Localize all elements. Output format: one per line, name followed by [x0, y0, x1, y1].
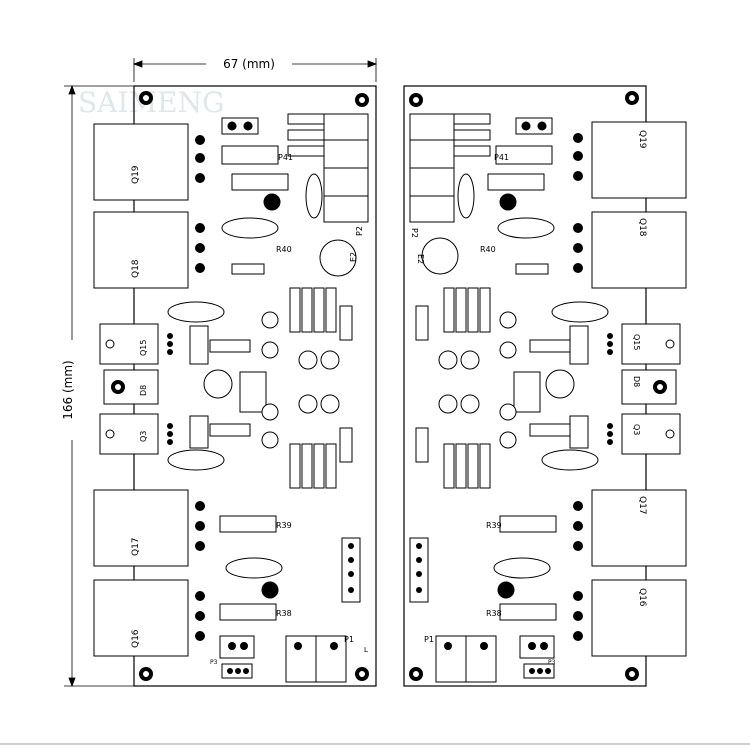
label-e2: E2 [416, 254, 425, 264]
height-label: 166 (mm) [61, 360, 75, 419]
label-q19: Q19 [637, 130, 647, 149]
transistor-q17: Q17 [573, 489, 687, 567]
pad-dots [416, 543, 551, 674]
label-q15: Q15 [632, 334, 641, 350]
label-r39: R39 [276, 521, 292, 530]
label-q16: Q16 [131, 629, 141, 648]
label-r40: R40 [480, 245, 496, 254]
pad-dots [227, 543, 354, 674]
label-l: L [364, 646, 368, 654]
label-r39: R39 [486, 521, 502, 530]
label-e2: E2 [349, 252, 358, 262]
to220-q3: Q3 [99, 413, 173, 455]
label-p41: P41 [278, 153, 293, 162]
label-q17: Q17 [637, 496, 647, 515]
label-p3: P3 [548, 659, 556, 666]
label-q16: Q16 [637, 588, 647, 607]
transistor-q19: Q19 [93, 123, 205, 201]
to220-q3: Q3 [607, 413, 681, 455]
width-label: 67 (mm) [223, 57, 275, 71]
to220-d8: D8 [621, 369, 677, 405]
label-d8: D8 [632, 376, 641, 387]
label-q18: Q18 [637, 218, 647, 237]
transistor-q16: Q16 [573, 579, 687, 657]
label-p3: P3 [210, 659, 218, 666]
label-p2: P2 [410, 228, 419, 238]
label-r38: R38 [486, 609, 502, 618]
label-q19: Q19 [131, 165, 141, 184]
label-q18: Q18 [131, 259, 141, 278]
label-p2: P2 [355, 226, 364, 236]
transistor-q18: Q18 [93, 211, 205, 289]
pcb-board-right: Q19 Q18 Q17 Q16 Q15 D8 [403, 85, 687, 687]
label-q3: Q3 [139, 431, 148, 442]
mounting-hole [409, 91, 639, 681]
transistor-q17: Q17 [93, 489, 205, 567]
label-r38: R38 [276, 609, 292, 618]
transistor-q18: Q18 [573, 211, 687, 289]
label-q3: Q3 [632, 424, 641, 435]
transistor-q16: Q16 [93, 579, 205, 657]
label-q15: Q15 [139, 340, 148, 356]
to220-q15: Q15 [607, 323, 681, 365]
pcb-board-left: Q19 Q18 Q17 Q16 Q15 D8 [93, 85, 377, 687]
to220-d8: D8 [103, 369, 159, 405]
label-p1: P1 [424, 635, 434, 644]
label-r40: R40 [276, 245, 292, 254]
transistor-q19: Q19 [573, 121, 687, 199]
label-d8: D8 [139, 385, 148, 396]
label-p41: P41 [494, 153, 509, 162]
component-footprints [409, 113, 609, 683]
mounting-hole [139, 91, 369, 681]
to220-q15: Q15 [99, 323, 173, 365]
label-q17: Q17 [131, 537, 141, 556]
label-p1: P1 [344, 635, 354, 644]
